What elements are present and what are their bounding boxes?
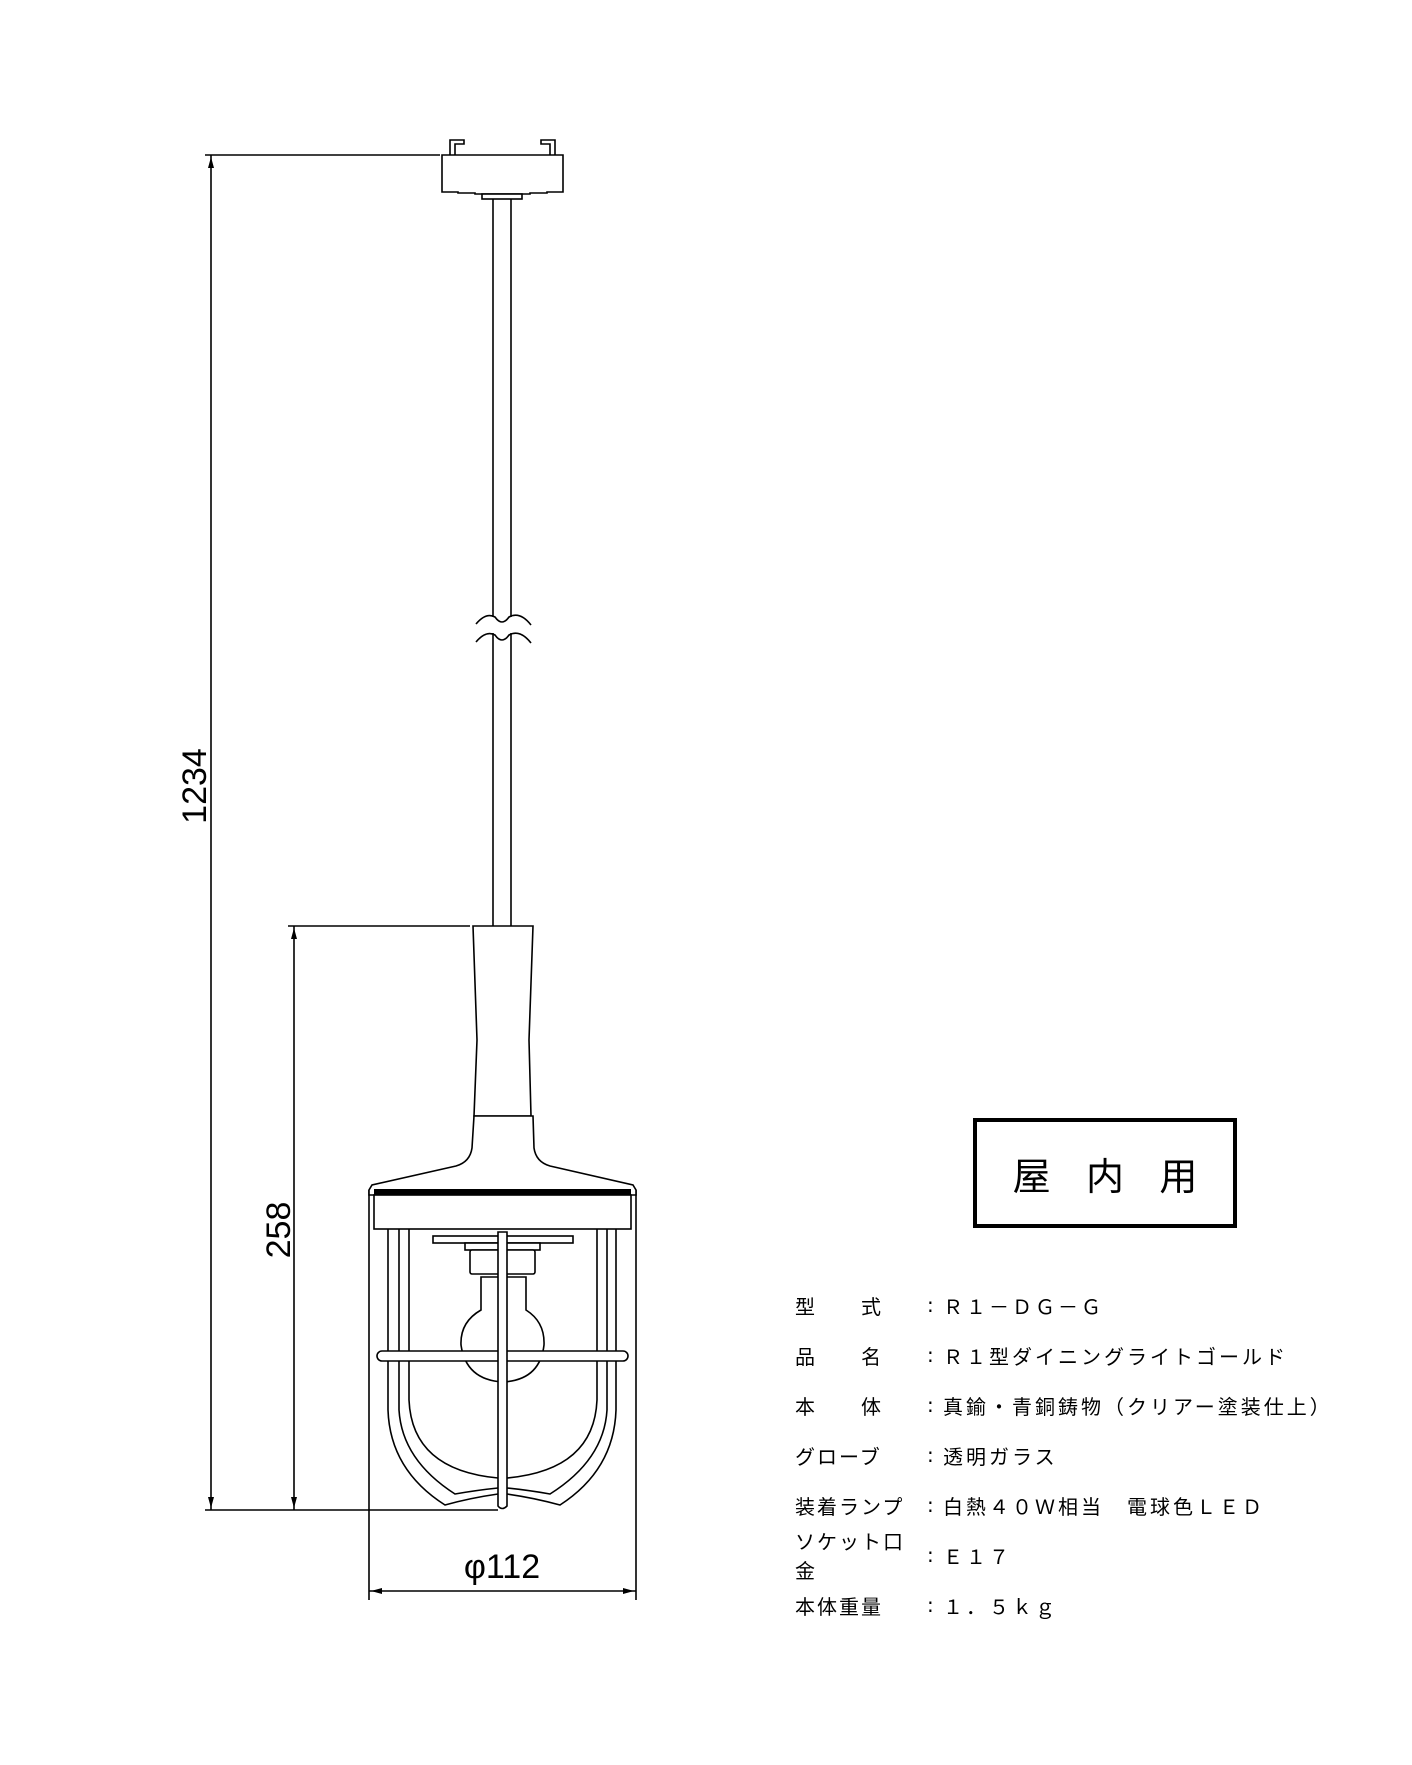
spec-value: Ｒ１型ダイニングライトゴールド [943, 1344, 1288, 1369]
spec-label: 型 式 [795, 1294, 883, 1319]
ceiling-canopy [441, 139, 564, 200]
pendant-cord [475, 199, 532, 926]
spec-label: グローブ [795, 1444, 882, 1469]
lamp-body [368, 925, 637, 1230]
spec-label: 本体重量 [795, 1594, 883, 1619]
spec-label: 品 名 [795, 1344, 883, 1369]
spec-value: １．５ｋｇ [943, 1594, 1058, 1619]
spec-row-body: 本 体:真鍮・青銅鋳物（クリアー塗装仕上） [795, 1380, 1333, 1430]
spec-value: 白熱４０Ｗ相当 電球色ＬＥＤ [943, 1494, 1265, 1519]
spec-row-weight: 本体重量:１．５ｋｇ [795, 1580, 1333, 1630]
spec-row-globe: グローブ:透明ガラス [795, 1430, 1333, 1480]
usage-char: 内 [1085, 1154, 1124, 1199]
spec-label: 本 体 [795, 1394, 883, 1419]
dimension-diameter: φ112 [368, 1190, 637, 1600]
break-symbol [475, 614, 532, 626]
spec-row-socket: ソケット口金:Ｅ１７ [795, 1530, 1333, 1583]
indoor-use-badge: 屋 内 用 [973, 1118, 1237, 1228]
spec-label: 装着ランプ [795, 1494, 905, 1519]
spec-row-model: 型 式:Ｒ１－ＤＧ－Ｇ [795, 1280, 1333, 1330]
total-height-label: 1234 [176, 748, 214, 824]
dimension-body-height: 258 [205, 925, 498, 1511]
spec-label: ソケット口金 [795, 1530, 905, 1583]
spec-row-product-name: 品 名:Ｒ１型ダイニングライトゴールド [795, 1330, 1333, 1380]
spec-value: 真鍮・青銅鋳物（クリアー塗装仕上） [943, 1394, 1333, 1419]
spec-value: Ｅ１７ [943, 1544, 1012, 1569]
usage-char: 屋 [1012, 1154, 1051, 1199]
wire-guard [376, 1229, 629, 1510]
diameter-label: φ112 [464, 1548, 540, 1586]
usage-char: 用 [1159, 1154, 1198, 1199]
spec-value: Ｒ１－ＤＧ－Ｇ [943, 1294, 1104, 1319]
spec-value: 透明ガラス [943, 1444, 1058, 1469]
spec-row-lamp: 装着ランプ:白熱４０Ｗ相当 電球色ＬＥＤ [795, 1480, 1333, 1530]
body-height-label: 258 [260, 1202, 298, 1259]
dimension-total-height: 1234 [176, 154, 440, 1510]
spec-table: 型 式:Ｒ１－ＤＧ－Ｇ 品 名:Ｒ１型ダイニングライトゴールド 本 体:真鍮・青… [795, 1280, 1333, 1630]
